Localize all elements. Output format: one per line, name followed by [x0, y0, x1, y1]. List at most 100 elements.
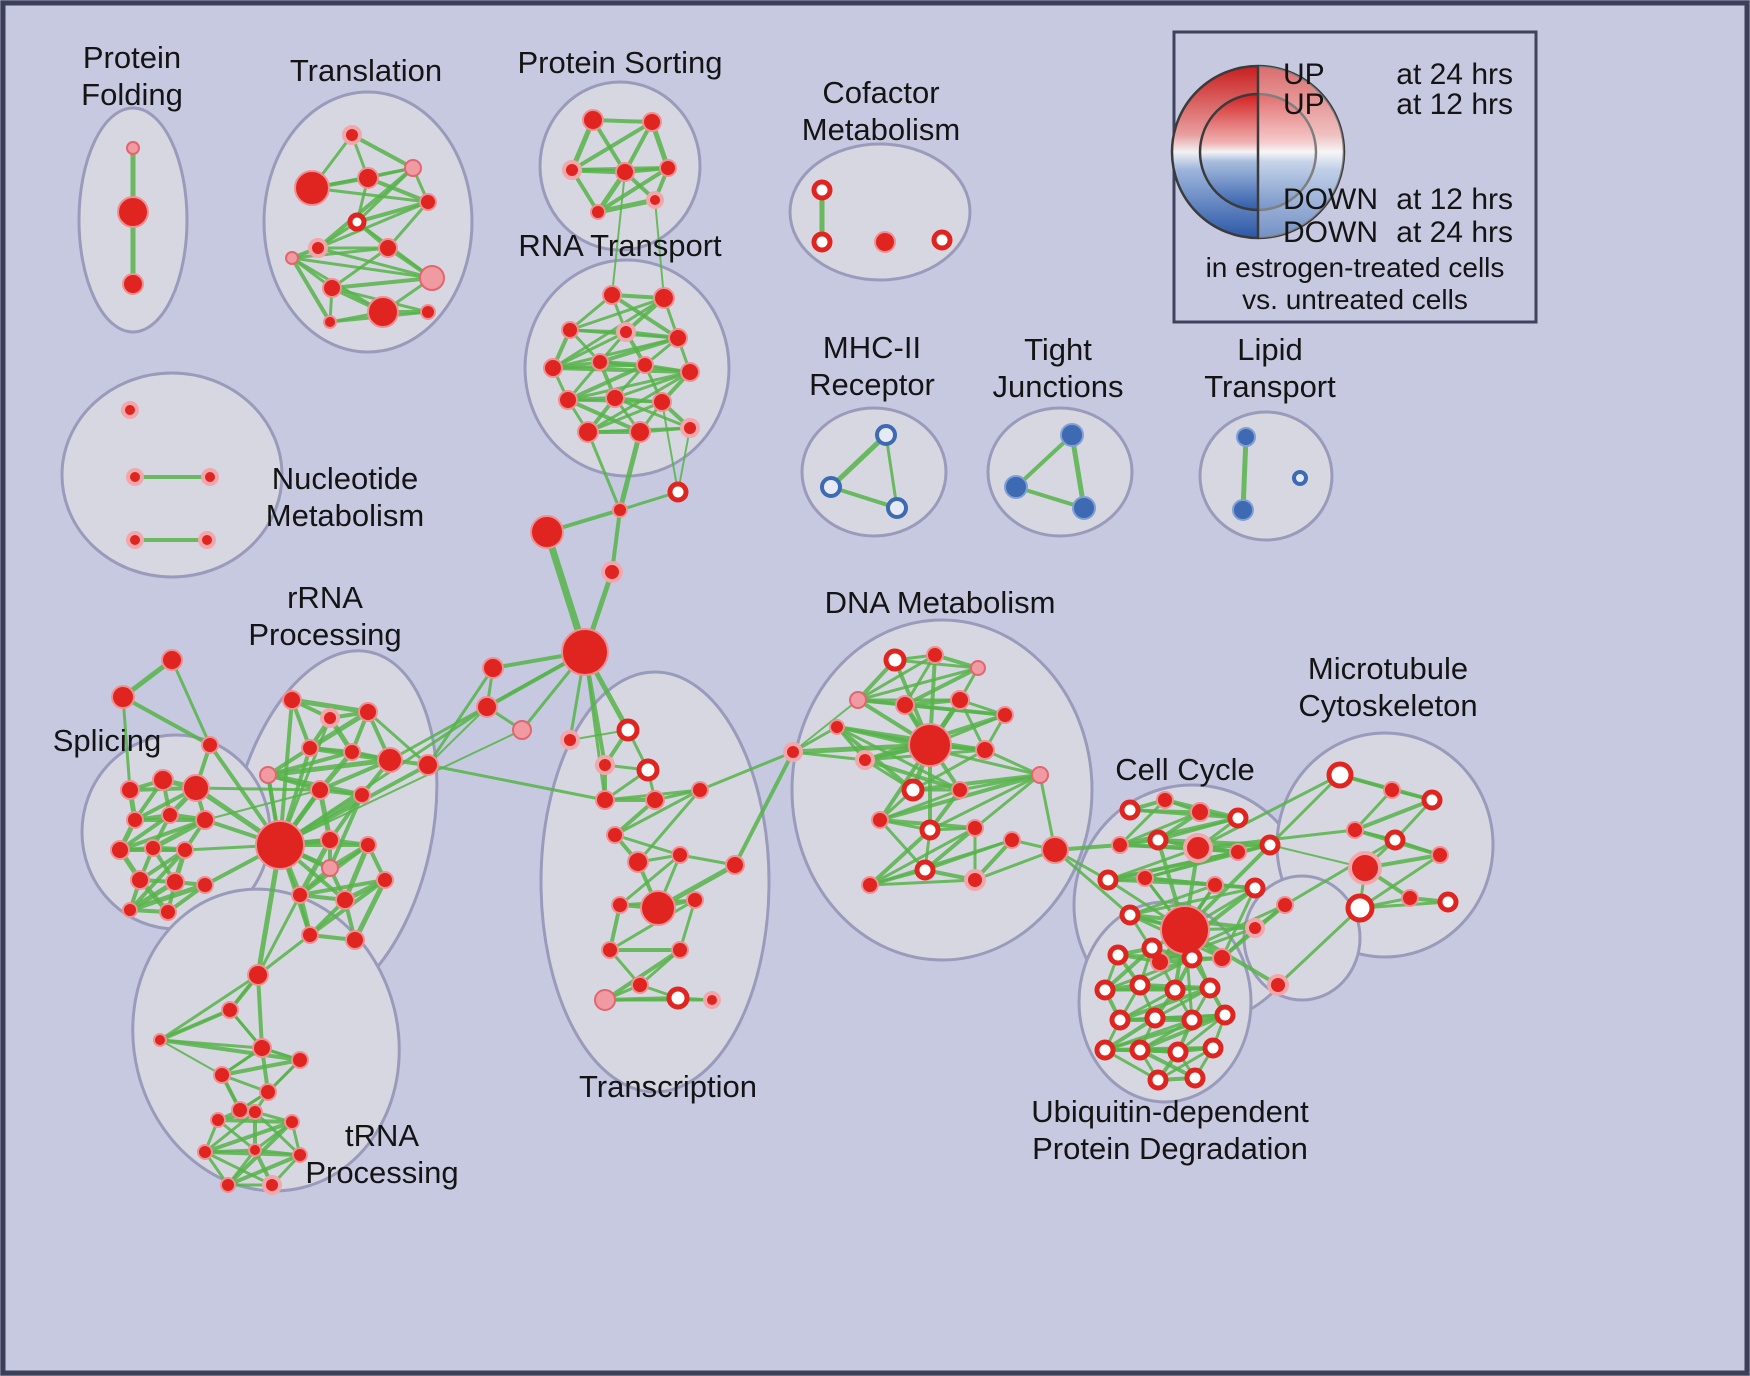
network-node [165, 872, 185, 892]
network-node [420, 304, 436, 320]
cluster-label-cell-cycle: Cell Cycle [1115, 752, 1255, 787]
network-node [126, 531, 144, 549]
network-edge [1106, 846, 1200, 882]
network-edge [279, 729, 523, 846]
network-edge [1156, 816, 1240, 842]
network-node [1107, 944, 1129, 966]
network-node [1129, 1039, 1151, 1061]
network-node [126, 141, 140, 155]
network-node [629, 421, 651, 443]
network-edge [1118, 798, 1167, 847]
network-node [321, 859, 339, 877]
network-edge [1053, 848, 1132, 917]
network-edge [316, 166, 415, 250]
network-node [640, 890, 676, 926]
network-edge [551, 330, 628, 370]
cluster-label-microtubule-cytoskeleton: Cytoskeleton [1298, 688, 1477, 723]
network-edge [829, 485, 899, 510]
network-node [358, 702, 378, 722]
network-edge [677, 427, 691, 493]
network-node [671, 941, 689, 959]
network-node [182, 774, 210, 802]
network-edge [617, 429, 643, 513]
cluster-mhc-ii-receptor [800, 406, 948, 538]
network-node [1421, 789, 1443, 811]
network-edge [1240, 434, 1249, 513]
network-node [1401, 889, 1419, 907]
network-edge [598, 336, 680, 364]
network-node [1183, 833, 1213, 863]
network-node [248, 1143, 262, 1157]
network-edge [265, 757, 393, 778]
network-node [1031, 766, 1049, 784]
network-node [1383, 781, 1401, 799]
network-edge [1358, 853, 1442, 910]
network-edge [868, 878, 977, 887]
network-node [680, 362, 700, 382]
network-node [725, 855, 745, 875]
network-node [1181, 1009, 1203, 1031]
network-node [950, 690, 970, 710]
network-edge [884, 433, 899, 510]
network-node [284, 1114, 300, 1130]
network-node [110, 840, 130, 860]
network-node [377, 747, 403, 773]
network-edge [878, 818, 927, 872]
network-node [1184, 1067, 1206, 1089]
network-node [811, 231, 833, 253]
network-node [378, 238, 398, 258]
cluster-label-translation: Translation [290, 53, 442, 88]
network-edge [170, 658, 212, 747]
network-node [1212, 948, 1232, 968]
network-node [476, 696, 498, 718]
network-node [820, 476, 842, 498]
network-node [964, 869, 986, 891]
cluster-transcription [539, 670, 771, 1094]
network-edge [310, 186, 430, 204]
network-edge [603, 948, 682, 1002]
network-node [616, 718, 640, 742]
cluster-label-nucleotide-metabolism: Nucleotide [272, 461, 418, 496]
network-node [294, 170, 330, 206]
network-node [829, 719, 845, 735]
network-nodes-layer [110, 109, 1459, 1195]
network-node [122, 273, 144, 295]
network-node [606, 826, 624, 844]
network-node [686, 891, 704, 909]
network-node [1004, 475, 1028, 499]
network-node [1060, 423, 1084, 447]
network-edge [290, 256, 332, 324]
network-node [1167, 1041, 1189, 1063]
network-node [201, 736, 219, 754]
network-node [612, 502, 628, 518]
network-node [671, 846, 689, 864]
network-edge [983, 748, 1042, 777]
legend-down-12-time: at 12 hrs [1396, 183, 1513, 216]
network-edge [828, 432, 889, 490]
network-node [601, 561, 623, 583]
network-node [558, 390, 578, 410]
network-node [970, 660, 986, 676]
network-node [1160, 905, 1210, 955]
network-node [645, 790, 665, 810]
network-node [667, 481, 689, 503]
network-node [560, 730, 580, 750]
network-node [996, 706, 1014, 724]
network-node [577, 421, 599, 443]
network-node [605, 388, 625, 408]
network-edge [586, 400, 664, 434]
legend-up-12-dir: UP [1283, 88, 1325, 121]
network-node [359, 836, 377, 854]
cluster-lipid-transport [1198, 410, 1334, 542]
network-node [376, 871, 394, 889]
network-node [1244, 877, 1266, 899]
network-node [691, 781, 709, 799]
network-node [611, 896, 629, 914]
network-node [594, 989, 616, 1011]
network-edge [427, 706, 488, 766]
network-node [1259, 834, 1281, 856]
cluster-label-microtubule-cytoskeleton: Microtubule [1308, 651, 1468, 686]
network-node [252, 1038, 272, 1058]
network-edge [204, 789, 321, 821]
